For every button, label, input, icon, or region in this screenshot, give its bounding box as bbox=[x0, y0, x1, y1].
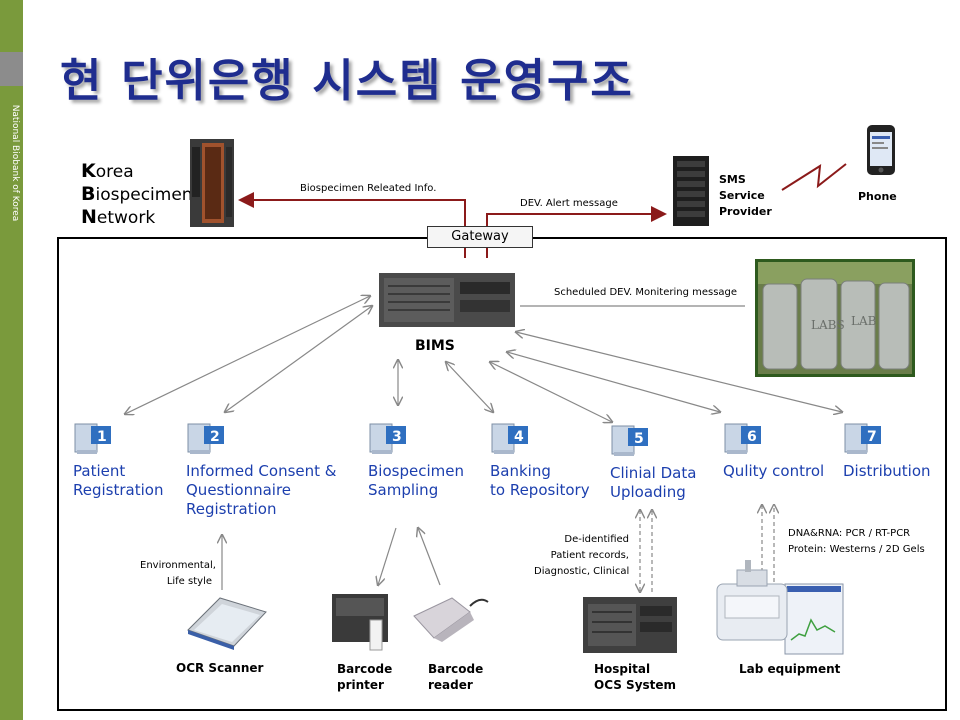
gateway-box: Gateway bbox=[427, 226, 533, 248]
storage-tanks-photo: LABS LAB bbox=[755, 259, 915, 377]
scanner-icon bbox=[187, 597, 267, 650]
ocr-scanner-label: OCR Scanner bbox=[176, 661, 264, 675]
page-title: 현 단위은행 시스템 운영구조 bbox=[60, 54, 634, 107]
svg-text:LABS: LABS bbox=[811, 318, 845, 332]
phone-icon bbox=[867, 125, 895, 175]
svg-text:7: 7 bbox=[867, 429, 877, 445]
svg-text:2: 2 bbox=[210, 429, 220, 445]
svg-text:5: 5 bbox=[634, 431, 644, 447]
svg-text:4: 4 bbox=[514, 429, 524, 445]
environmental-label: Environmental,Life style bbox=[140, 560, 216, 587]
lab-equipment-icon bbox=[716, 560, 844, 655]
svg-text:3: 3 bbox=[392, 429, 402, 445]
ocs-server-icon bbox=[583, 597, 677, 653]
barcode-reader-icon bbox=[413, 597, 489, 642]
computer-icon: 2 bbox=[187, 423, 224, 454]
barcode-printer-icon bbox=[332, 594, 388, 651]
biospecimen-info-label: Biospecimen Releated Info. bbox=[300, 183, 437, 194]
computer-icon: 7 bbox=[844, 423, 881, 454]
svg-text:1: 1 bbox=[97, 429, 107, 445]
dev-alert-label: DEV. Alert message bbox=[520, 198, 618, 209]
computer-icon: 5 bbox=[611, 425, 648, 456]
computer-icon: 1 bbox=[74, 423, 111, 454]
server-tower-icon bbox=[190, 139, 234, 227]
sidebar-block bbox=[0, 52, 23, 86]
phone-label: Phone bbox=[858, 190, 897, 203]
bims-server-icon bbox=[379, 273, 515, 327]
module-6-label: Qulity control bbox=[723, 462, 825, 480]
sms-server-icon bbox=[673, 156, 709, 226]
scheduled-message-label: Scheduled DEV. Monitering message bbox=[554, 287, 738, 298]
lab-equipment-label: Lab equipment bbox=[739, 662, 841, 676]
sidebar bbox=[0, 0, 23, 720]
svg-text:LAB: LAB bbox=[851, 314, 877, 328]
computer-icon: 4 bbox=[491, 423, 528, 454]
bims-label: BIMS bbox=[415, 338, 455, 354]
computer-icon: 6 bbox=[724, 423, 761, 454]
module-7-label: Distribution bbox=[843, 462, 931, 480]
network-label: Korea Biospecimen Network bbox=[81, 160, 193, 228]
svg-text:6: 6 bbox=[747, 429, 757, 445]
computer-icon: 3 bbox=[369, 423, 406, 454]
